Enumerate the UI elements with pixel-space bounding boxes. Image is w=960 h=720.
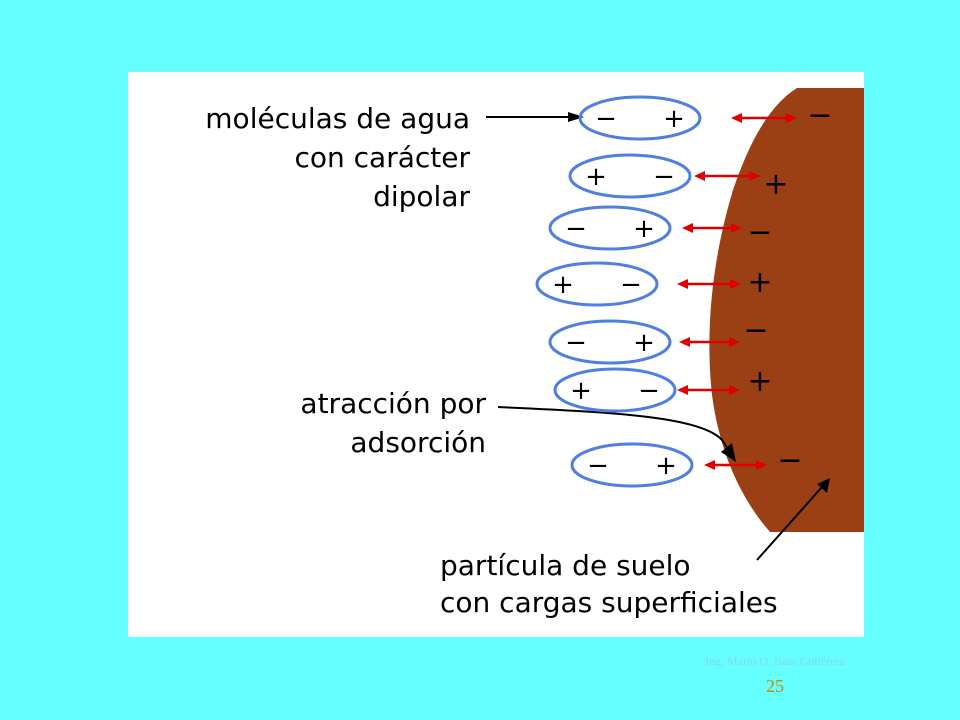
adsorption-label-line-1: atracción por [300, 387, 486, 420]
attraction-arrowhead-right [729, 385, 740, 395]
molecule-ellipse [535, 261, 659, 307]
particle-surface-charge: − [807, 98, 832, 133]
molecule-ellipse [553, 367, 677, 413]
water-label-line-3: dipolar [373, 180, 470, 213]
molecule-right-sign: − [620, 270, 642, 300]
molecule-left-sign: + [570, 376, 592, 406]
particle-surface-charge: + [763, 167, 788, 202]
molecule-right-sign: + [633, 214, 655, 244]
water-label-line-1: moléculas de agua [205, 102, 470, 135]
particle-surface-charge: + [747, 265, 772, 300]
particle-surface-charge: − [777, 443, 802, 478]
molecule-ellipse [568, 153, 692, 199]
molecule-ellipse [548, 205, 672, 251]
attraction-arrowhead-left [682, 223, 693, 233]
particle-label-line-1: partícula de suelo [440, 549, 691, 582]
molecule-ellipse [548, 319, 672, 365]
water-label-arrowhead [568, 112, 584, 122]
particle-surface-charge: − [743, 313, 768, 348]
particle-surface-charge: − [747, 215, 772, 250]
molecule-left-sign: − [595, 104, 617, 134]
molecule-right-sign: − [638, 376, 660, 406]
particle-label-leader [756, 486, 823, 561]
attraction-arrowhead-left [694, 171, 705, 181]
water-molecule: − + − [548, 205, 773, 251]
molecule-ellipse [578, 95, 702, 141]
footer-author: Ing. Mario O. Bain Gutiérrez [705, 654, 845, 668]
water-molecule: − + − [578, 95, 833, 141]
water-molecule: + − + [568, 153, 789, 202]
molecule-right-sign: + [633, 328, 655, 358]
attraction-arrowhead-left [679, 337, 690, 347]
molecule-right-sign: − [653, 162, 675, 192]
soil-particle [709, 88, 864, 532]
water-molecule: − + − [570, 442, 803, 488]
footer-page-number: 25 [766, 676, 784, 696]
particle-label-line-2: con cargas superficiales [440, 586, 778, 619]
particle-label-arrowhead [817, 478, 830, 493]
attraction-arrowhead-left [677, 279, 688, 289]
attraction-arrowhead-right [749, 171, 760, 181]
attraction-arrowhead-right [731, 223, 742, 233]
attraction-arrowhead-right [756, 460, 767, 470]
adsorption-label-arrowhead [721, 443, 736, 462]
molecule-left-sign: + [585, 162, 607, 192]
molecule-left-sign: − [565, 214, 587, 244]
water-molecule: + − + [535, 261, 773, 307]
attraction-arrowhead-right [786, 113, 797, 123]
water-molecule: + − + [553, 364, 773, 413]
attraction-arrowhead-right [729, 337, 740, 347]
attraction-arrowhead-left [731, 113, 742, 123]
molecule-right-sign: + [663, 104, 685, 134]
molecule-left-sign: − [565, 328, 587, 358]
molecule-right-sign: + [655, 451, 677, 481]
molecule-left-sign: − [587, 451, 609, 481]
molecule-left-sign: + [552, 270, 574, 300]
adsorption-label-line-2: adsorción [350, 426, 486, 459]
molecule-ellipse [570, 442, 694, 488]
attraction-arrowhead-left [677, 385, 688, 395]
water-molecule: − + − [548, 313, 769, 365]
adsorption-label-leader [497, 406, 731, 453]
attraction-arrowhead-left [704, 460, 715, 470]
attraction-arrowhead-right [730, 279, 741, 289]
molecules-group: −+−+−+−+−+−+−+−+−+−+− [535, 95, 833, 488]
particle-surface-charge: + [747, 364, 772, 399]
water-label-line-2: con carácter [294, 141, 470, 174]
